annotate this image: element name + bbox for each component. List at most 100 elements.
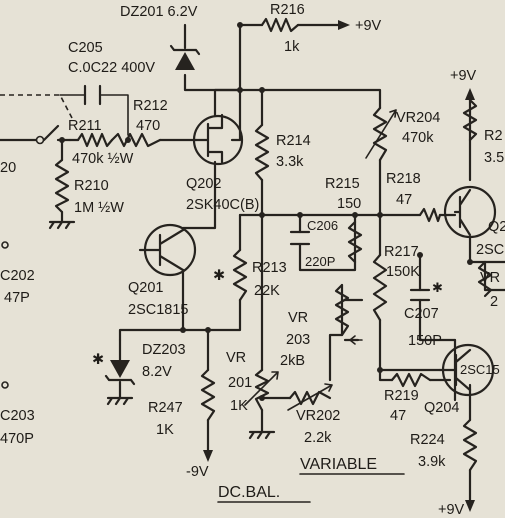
terminal-c203 (1, 381, 9, 389)
r213-symbol (232, 248, 248, 302)
label-node-20: 20 (0, 160, 16, 176)
label-r218-val: 47 (396, 192, 412, 208)
r219-wire (378, 368, 452, 382)
q202-source-wire (181, 160, 217, 232)
label-q202-type: 2SK40C(B) (186, 197, 259, 213)
label-c207: C207 (404, 306, 439, 322)
c205-symbol (83, 84, 102, 106)
q-edge-body (443, 185, 497, 239)
label-vr201-val: 1K (230, 398, 248, 414)
label-r219: R219 (384, 388, 419, 404)
q203-wire (468, 98, 505, 264)
label-vr-edge: VR (480, 270, 500, 286)
label-r-edge: R2 (484, 128, 503, 144)
c207-wire (418, 253, 457, 342)
q202-drain-wire (213, 23, 242, 117)
vr204-arrow (365, 109, 397, 159)
label-variable: VARIABLE (300, 456, 377, 473)
vr203-wiper (349, 335, 363, 345)
junction-dot (205, 327, 211, 333)
label-vr202: VR202 (296, 408, 340, 424)
label-q-edge-type: 2SC (476, 242, 504, 258)
junction-dot (237, 87, 243, 93)
junction-dot (59, 137, 65, 143)
dz203-symbol (110, 360, 130, 378)
terminal-input (35, 135, 45, 145)
label-r214: R214 (276, 133, 311, 149)
r215-symbol (347, 220, 363, 264)
ground-vr201 (248, 430, 276, 440)
arrow-neg9v (203, 450, 213, 462)
r214-symbol (254, 123, 270, 182)
q204-leads (438, 348, 472, 392)
label-r247-val: 1K (156, 422, 174, 438)
junction-dot (237, 22, 243, 28)
junctions (59, 22, 473, 401)
r217-symbol (372, 253, 388, 322)
label-r-edge-val: 3.5 (484, 150, 504, 166)
label-dz203: DZ203 (142, 342, 186, 358)
label-dz201: DZ201 6.2V (120, 4, 198, 20)
label-c206-val: 220P (305, 254, 335, 269)
r-edge-symbol (462, 98, 478, 142)
label-q201: Q201 (128, 280, 163, 296)
junction-dot (467, 259, 473, 265)
junction-dot (377, 367, 383, 373)
junction-dot (259, 87, 265, 93)
r213-wire (181, 213, 242, 332)
label-vr-edge-val: 2 (490, 294, 498, 310)
c205-wire (59, 94, 129, 136)
arrow-9v-top (338, 20, 350, 30)
label-c202-val: 47P (4, 290, 30, 306)
label-r247: R247 (148, 400, 183, 416)
capacitors (83, 84, 431, 302)
label-c205: C205 (68, 40, 103, 56)
label-r214-val: 3.3k (276, 154, 304, 170)
label-vr203: VR (288, 310, 308, 326)
label-q202: Q202 (186, 176, 221, 192)
label-c203: C203 (0, 408, 35, 424)
input-dashed-wire (0, 94, 73, 119)
junction-dot (259, 395, 265, 401)
label-r217-val: 150K (386, 264, 420, 280)
label-c207-val: 150P (408, 333, 442, 349)
label-r217: R217 (384, 244, 419, 260)
label-q-edge: Q2 (488, 219, 505, 235)
terminals (1, 20, 475, 512)
vr201-symbol (254, 368, 270, 412)
label-q204: Q204 (424, 400, 459, 416)
r247-symbol (200, 368, 216, 422)
label-r212-val: 470 (136, 118, 160, 134)
junction-dot (180, 327, 186, 333)
junction-dot (297, 212, 303, 218)
label-vr201: VR (226, 350, 246, 366)
label-c202: C202 (0, 268, 35, 284)
ground-r210 (48, 220, 76, 230)
label-star-dz203: ✱ (92, 352, 104, 368)
switch-wire (42, 124, 72, 142)
vr202-arrow (287, 383, 333, 411)
label-dc-bal: DC.BAL. (218, 484, 280, 501)
c207-symbol (409, 288, 431, 302)
label-q201-type: 2SC1815 (128, 302, 188, 318)
label-r212: R212 (133, 98, 168, 114)
label-c203-val: 470P (0, 431, 34, 447)
label-supply-right: +9V (450, 68, 477, 84)
q201-leads (138, 228, 185, 272)
junction-dot (377, 212, 383, 218)
ground-dz203 (106, 396, 134, 406)
transistors (138, 113, 497, 397)
label-star-r213: ✱ (213, 268, 225, 284)
junction-dot (259, 212, 265, 218)
terminal-c202 (1, 241, 9, 249)
dz201-bar (169, 44, 201, 56)
label-r211: R211 (68, 118, 102, 134)
label-r215: R215 (325, 176, 360, 192)
c206-symbol (289, 230, 311, 246)
label-supply-bottom: +9V (438, 502, 465, 518)
dz201-wire (183, 23, 242, 92)
label-r211-val: 470k ½W (72, 151, 134, 167)
label-supply-top: +9V (355, 18, 382, 34)
label-r219-val: 47 (390, 408, 406, 424)
r219-symbol (390, 372, 432, 388)
